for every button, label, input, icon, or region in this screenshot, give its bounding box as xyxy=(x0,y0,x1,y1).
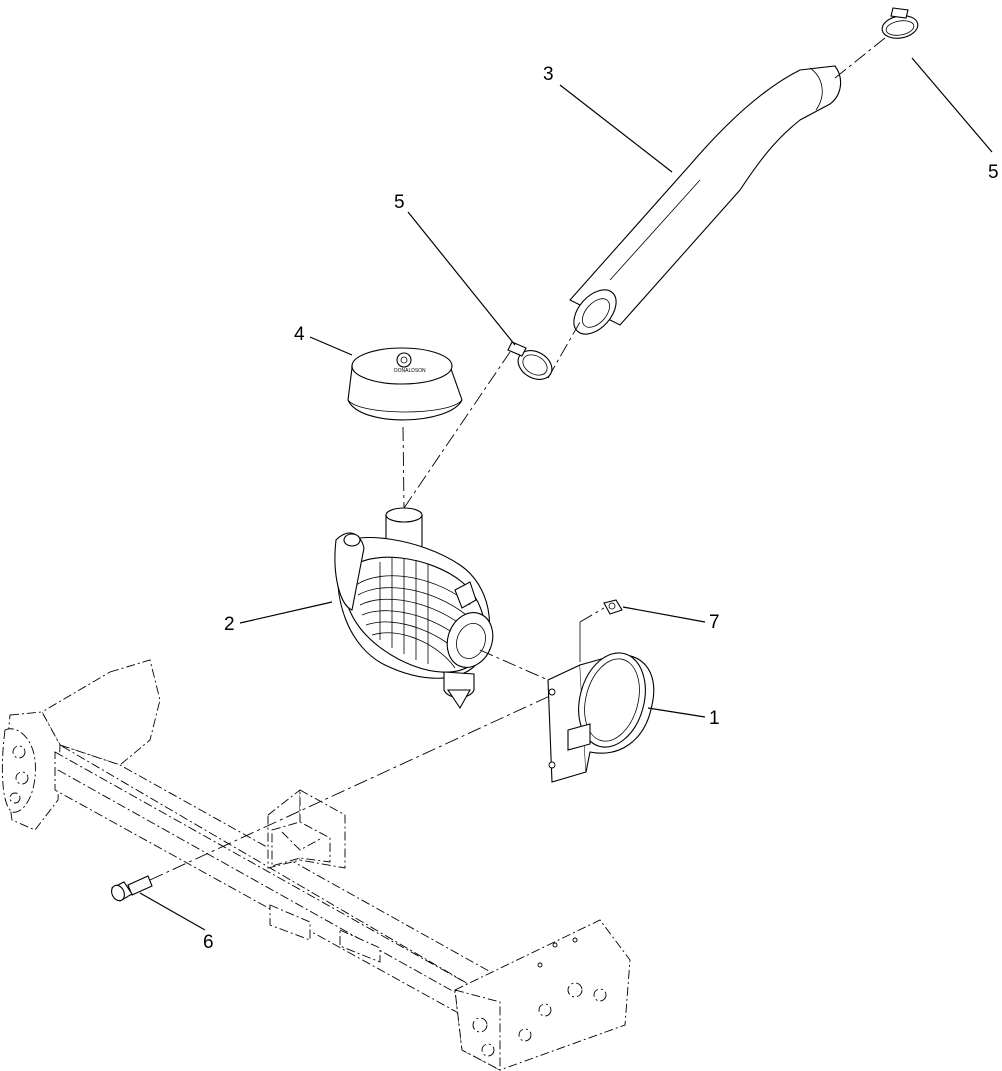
precleaner-cap: DONALDSON xyxy=(347,347,463,421)
air-cleaner-mounting-band xyxy=(547,622,655,783)
flange-bolt xyxy=(111,875,153,902)
hose-clamp-lower xyxy=(507,341,553,380)
donaldson-logo: DONALDSON xyxy=(394,352,426,374)
callout-5-upper: 5 xyxy=(988,162,999,183)
callout-3: 3 xyxy=(543,64,554,85)
air-cleaner-assembly xyxy=(334,507,494,710)
callout-1: 1 xyxy=(709,708,720,729)
assembly-centerlines xyxy=(149,37,886,881)
callout-6: 6 xyxy=(203,932,214,953)
callout-7: 7 xyxy=(709,612,720,633)
svg-text:DONALDSON: DONALDSON xyxy=(394,368,426,374)
inlet-hose xyxy=(569,65,842,335)
flange-nut xyxy=(603,599,623,615)
callout-4: 4 xyxy=(294,324,305,345)
hose-clamp-upper xyxy=(881,7,919,39)
callout-5-lower: 5 xyxy=(394,192,405,213)
mounting-frame-phantom xyxy=(1,659,631,1071)
callout-labels: 1 2 3 4 5 5 6 7 xyxy=(203,64,999,953)
callout-leaders xyxy=(139,57,993,931)
callout-2: 2 xyxy=(224,614,235,635)
